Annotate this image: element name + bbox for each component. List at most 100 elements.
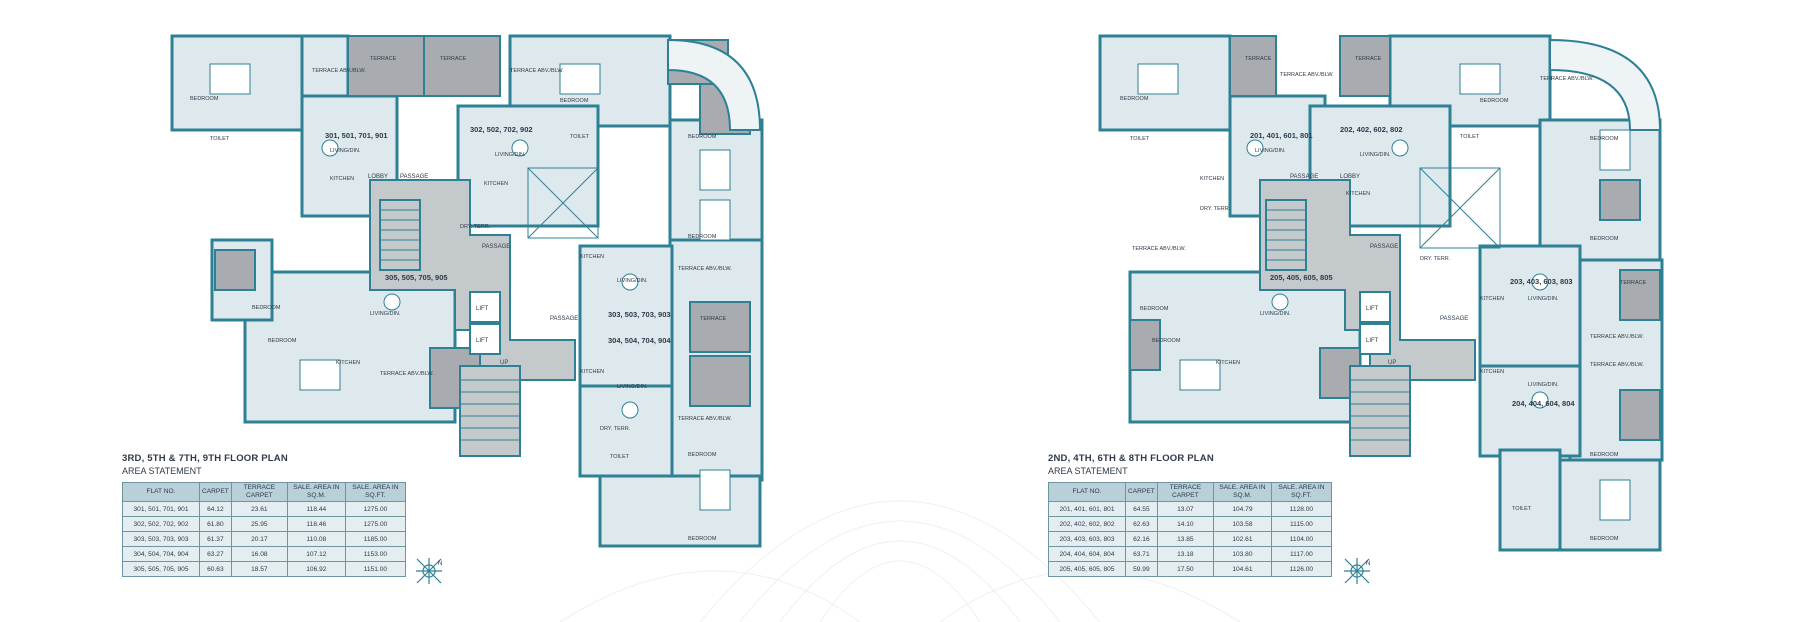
cell-carpet: 62.63 xyxy=(1125,516,1158,532)
flat-d-block xyxy=(1478,244,1582,368)
terrace-block-a xyxy=(300,34,350,98)
col-terrace-carpet: TERRACE CARPET xyxy=(230,482,288,502)
kitchen-label-d: KITCHEN xyxy=(580,254,604,260)
cell-terrace: 25.95 xyxy=(230,516,288,532)
cell-carpet: 60.63 xyxy=(199,561,232,577)
cell-flat: 303, 503, 703, 903 xyxy=(122,531,200,547)
right-table-header-row: FLAT NO. CARPET TERRACE CARPET SALE. ARE… xyxy=(1048,482,1333,502)
left-floor-plan-panel: 301, 501, 701, 901 302, 502, 702, 902 30… xyxy=(0,0,900,622)
bedroom-label-8: BEDROOM xyxy=(688,536,717,542)
right-floor-plan: 201, 401, 601, 801 202, 402, 602, 802 20… xyxy=(1098,34,1664,552)
cell-terrace: 14.10 xyxy=(1156,516,1214,532)
living-label-b: LIVING/DIN. xyxy=(495,152,526,158)
lift-2 xyxy=(1359,323,1391,355)
stair-lower xyxy=(459,365,521,457)
lift-1 xyxy=(469,291,501,323)
terrace-hatched-2 xyxy=(1339,35,1391,97)
cell-terrace: 13.07 xyxy=(1156,501,1214,517)
terrace-hatched-5 xyxy=(689,301,751,353)
cell-sqft: 1275.00 xyxy=(344,516,407,532)
flat-b-label: 202, 402, 602, 802 xyxy=(1340,125,1403,134)
cell-flat: 302, 502, 702, 902 xyxy=(122,516,200,532)
table-row: 204, 404, 604, 804 63.71 13.18 103.80 11… xyxy=(1048,546,1333,562)
cell-sqft: 1151.00 xyxy=(344,561,407,577)
cell-sqm: 106.92 xyxy=(286,561,346,577)
cell-carpet: 63.27 xyxy=(199,546,232,562)
table-row: 302, 502, 702, 902 61.80 25.95 118.46 12… xyxy=(122,516,407,532)
terrace-abv-label-5: TERRACE ABV./BLW. xyxy=(380,371,434,377)
terrace-label-2: TERRACE xyxy=(440,56,467,62)
bedroom-label-2: BEDROOM xyxy=(1480,98,1509,104)
terrace-label-1: TERRACE xyxy=(370,56,397,62)
bedroom-label-4: BEDROOM xyxy=(1590,236,1619,242)
kitchen-label-e: KITCHEN xyxy=(1480,369,1504,375)
living-label-c: LIVING/DIN. xyxy=(370,311,401,317)
right-plan-title: 2ND, 4TH, 6TH & 8TH FLOOR PLAN xyxy=(1048,453,1214,464)
flat-e-block xyxy=(1478,364,1582,458)
kitchen-label-c: KITCHEN xyxy=(1216,360,1240,366)
bedroom-label-8: BEDROOM xyxy=(1590,536,1619,542)
toilet-label-2: TOILET xyxy=(570,134,590,140)
passage-label-2: PASSAGE xyxy=(482,244,510,250)
passage-label-3: PASSAGE xyxy=(550,316,578,322)
terrace-hatched-2 xyxy=(423,35,501,97)
flat-c-label: 305, 505, 705, 905 xyxy=(385,273,448,282)
cell-flat: 301, 501, 701, 901 xyxy=(122,501,200,517)
col-sale-sqft: SALE. AREA IN SQ.FT. xyxy=(1270,482,1333,502)
cell-terrace: 17.50 xyxy=(1156,561,1214,577)
terrace-hatched-6 xyxy=(1129,319,1161,371)
right-floor-plan-panel: 201, 401, 601, 801 202, 402, 602, 802 20… xyxy=(900,0,1802,622)
toilet-label-2: TOILET xyxy=(1460,134,1480,140)
passage-label: PASSAGE xyxy=(400,174,428,180)
passage-label-2: PASSAGE xyxy=(1370,244,1398,250)
living-label-b: LIVING/DIN. xyxy=(1360,152,1391,158)
living-label-a: LIVING/DIN. xyxy=(1255,148,1286,154)
dry-terr-label-1: DRY. TERR. xyxy=(460,224,491,230)
terrace-abv-label-5: TERRACE ABV./BLW. xyxy=(1132,246,1186,252)
cell-flat: 202, 402, 602, 802 xyxy=(1048,516,1126,532)
kitchen-label-b: KITCHEN xyxy=(1346,191,1370,197)
terrace-abv-label-1: TERRACE ABV./BLW. xyxy=(1280,72,1334,78)
flat-a-label: 301, 501, 701, 901 xyxy=(325,131,388,140)
table-row: 304, 504, 704, 904 63.27 16.08 107.12 11… xyxy=(122,546,407,562)
terrace-hatched-8 xyxy=(214,249,256,291)
terrace-abv-label-2: TERRACE ABV./BLW. xyxy=(510,68,564,74)
cell-carpet: 61.80 xyxy=(199,516,232,532)
passage-label: PASSAGE xyxy=(1290,174,1318,180)
cell-sqm: 118.46 xyxy=(286,516,346,532)
terrace-hatched-1 xyxy=(1229,35,1277,97)
bedroom-label-5: BEDROOM xyxy=(1140,306,1169,312)
toilet-label-1: TOILET xyxy=(1130,136,1150,142)
cell-sqft: 1275.00 xyxy=(344,501,407,517)
table-row: 201, 401, 601, 801 64.55 13.07 104.79 11… xyxy=(1048,501,1333,517)
right-area-statement-title: AREA STATEMENT xyxy=(1048,466,1128,476)
south-west-block xyxy=(1498,448,1562,552)
col-terrace-carpet: TERRACE CARPET xyxy=(1156,482,1214,502)
living-label-a: LIVING/DIN. xyxy=(330,148,361,154)
compass-icon: N xyxy=(416,558,442,584)
left-area-table: FLAT NO. CARPET TERRACE CARPET SALE. ARE… xyxy=(122,482,407,577)
flat-b-label: 302, 502, 702, 902 xyxy=(470,125,533,134)
cell-carpet: 61.37 xyxy=(199,531,232,547)
cell-sqm: 104.61 xyxy=(1212,561,1272,577)
bedroom-label-4: BEDROOM xyxy=(688,234,717,240)
col-carpet: CARPET xyxy=(199,482,232,502)
terrace-abv-label-2: TERRACE ABV./BLW. xyxy=(1540,76,1594,82)
table-row: 303, 503, 703, 903 61.37 20.17 110.08 11… xyxy=(122,531,407,547)
col-flat-no: FLAT NO. xyxy=(122,482,200,502)
lift-2 xyxy=(469,323,501,355)
terrace-label-3: TERRACE xyxy=(700,316,727,322)
kitchen-label-c: KITCHEN xyxy=(336,360,360,366)
living-label-e: LIVING/DIN. xyxy=(1528,382,1559,388)
cell-flat: 203, 403, 603, 803 xyxy=(1048,531,1126,547)
compass-north-label: N xyxy=(438,561,442,567)
cell-carpet: 62.16 xyxy=(1125,531,1158,547)
flat-c-label: 205, 405, 605, 805 xyxy=(1270,273,1333,282)
cell-sqft: 1117.00 xyxy=(1270,546,1333,562)
terrace-hatched-1 xyxy=(347,35,425,97)
left-plan-title: 3RD, 5TH & 7TH, 9TH FLOOR PLAN xyxy=(122,453,288,464)
living-label-d: LIVING/DIN. xyxy=(617,278,648,284)
cell-sqft: 1104.00 xyxy=(1270,531,1333,547)
flat-d-block xyxy=(578,244,674,388)
cell-sqm: 103.80 xyxy=(1212,546,1272,562)
